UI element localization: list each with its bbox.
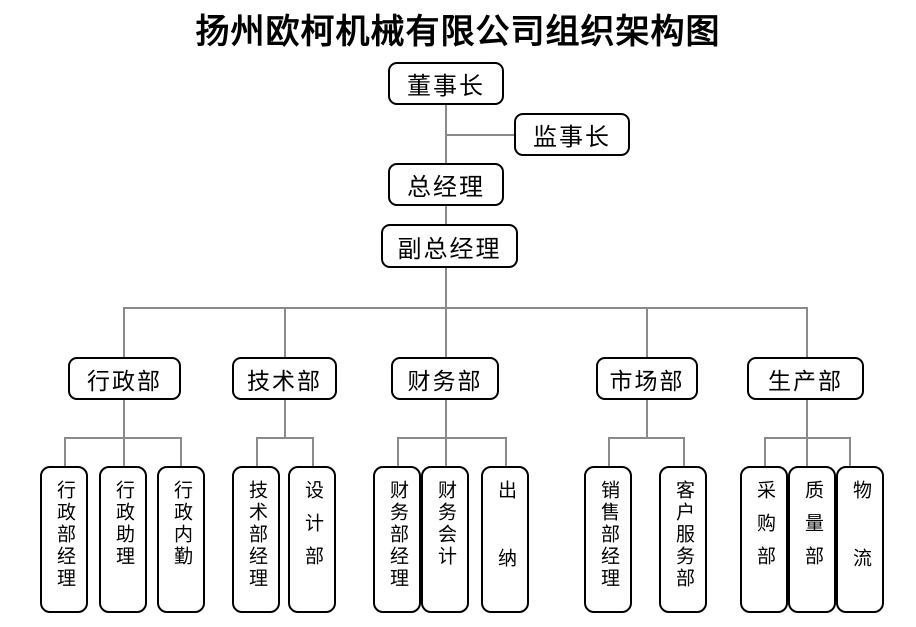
dept-administration-label: 行政部 xyxy=(87,368,162,394)
leaf-admin-assistant[interactable]: 行政助理 xyxy=(99,466,147,613)
dept-finance-label: 财务部 xyxy=(407,368,483,394)
node-general-manager-label: 总经理 xyxy=(407,175,485,201)
connector-admin-child-3 xyxy=(180,437,182,467)
dept-technology-label: 技术部 xyxy=(247,368,322,394)
dept-production-label: 生产部 xyxy=(768,368,843,394)
connector-production-child-3 xyxy=(849,437,851,467)
leaf-admin-clerk-label: 行政内勤 xyxy=(170,480,192,568)
connector-finance-child-2 xyxy=(445,437,447,467)
connector-subbus-tech xyxy=(256,437,314,439)
connector-finance-child-3 xyxy=(505,437,507,467)
leaf-accountant[interactable]: 财务会计 xyxy=(421,466,469,613)
connector-main-bus xyxy=(123,307,808,309)
leaf-accountant-label: 财务会计 xyxy=(434,480,456,568)
node-chairman-label: 董事长 xyxy=(407,74,485,100)
leaf-logistics-label: 物 流 xyxy=(849,480,871,581)
leaf-sales-manager[interactable]: 销售部经理 xyxy=(584,466,632,613)
connector-production-child-2 xyxy=(806,437,808,467)
leaf-quality[interactable]: 质量部 xyxy=(788,466,836,613)
leaf-finance-manager[interactable]: 财务部经理 xyxy=(373,466,421,613)
leaf-cashier[interactable]: 出 纳 xyxy=(481,466,529,613)
page-title: 扬州欧柯机械有限公司组织架构图 xyxy=(195,13,721,51)
connector-admin-child-1 xyxy=(64,437,66,467)
connector-market-child-1 xyxy=(608,437,610,467)
leaf-design-dept-label: 设计部 xyxy=(301,480,323,579)
connector-supervisor-link xyxy=(445,134,515,136)
leaf-tech-manager-label: 技术部经理 xyxy=(245,480,267,590)
leaf-admin-assistant-label: 行政助理 xyxy=(112,480,134,568)
connector-finance-child-1 xyxy=(397,437,399,467)
leaf-purchasing[interactable]: 采购部 xyxy=(740,466,788,613)
leaf-admin-clerk[interactable]: 行政内勤 xyxy=(157,466,205,613)
leaf-tech-manager[interactable]: 技术部经理 xyxy=(232,466,280,613)
dept-production[interactable]: 生产部 xyxy=(747,357,864,400)
leaf-sales-manager-label: 销售部经理 xyxy=(597,480,619,590)
node-general-manager[interactable]: 总经理 xyxy=(388,163,504,206)
connector-market-child-2 xyxy=(683,437,685,467)
connector-admin-child-2 xyxy=(123,437,125,467)
node-chairman[interactable]: 董事长 xyxy=(388,62,504,105)
leaf-design-dept[interactable]: 设计部 xyxy=(288,466,336,613)
leaf-customer-service-label: 客户服务部 xyxy=(672,480,694,590)
connector-subbus-finance xyxy=(397,437,507,439)
leaf-admin-manager-label: 行政部经理 xyxy=(53,480,75,590)
connector-subbus-market xyxy=(608,437,685,439)
node-supervisor-label: 监事长 xyxy=(533,125,611,151)
node-supervisor[interactable]: 监事长 xyxy=(514,113,630,156)
connector-dgm-to-bus xyxy=(445,265,447,309)
dept-technology[interactable]: 技术部 xyxy=(232,357,337,400)
dept-market-label: 市场部 xyxy=(609,368,685,394)
connector-gm-to-dgm xyxy=(445,200,447,230)
dept-finance[interactable]: 财务部 xyxy=(391,357,499,400)
leaf-cashier-label: 出 纳 xyxy=(494,480,516,581)
leaf-purchasing-label: 采购部 xyxy=(753,480,775,579)
dept-administration[interactable]: 行政部 xyxy=(68,357,181,400)
node-deputy-general-manager-label: 副总经理 xyxy=(397,236,502,263)
connector-tech-child-1 xyxy=(256,437,258,467)
leaf-finance-manager-label: 财务部经理 xyxy=(386,480,408,590)
leaf-admin-manager[interactable]: 行政部经理 xyxy=(40,466,88,613)
node-deputy-general-manager[interactable]: 副总经理 xyxy=(381,224,518,268)
connector-tech-child-2 xyxy=(312,437,314,467)
leaf-customer-service[interactable]: 客户服务部 xyxy=(659,466,707,613)
dept-market[interactable]: 市场部 xyxy=(596,357,698,400)
connector-production-child-1 xyxy=(764,437,766,467)
leaf-quality-label: 质量部 xyxy=(801,480,823,579)
leaf-logistics[interactable]: 物 流 xyxy=(836,466,884,613)
